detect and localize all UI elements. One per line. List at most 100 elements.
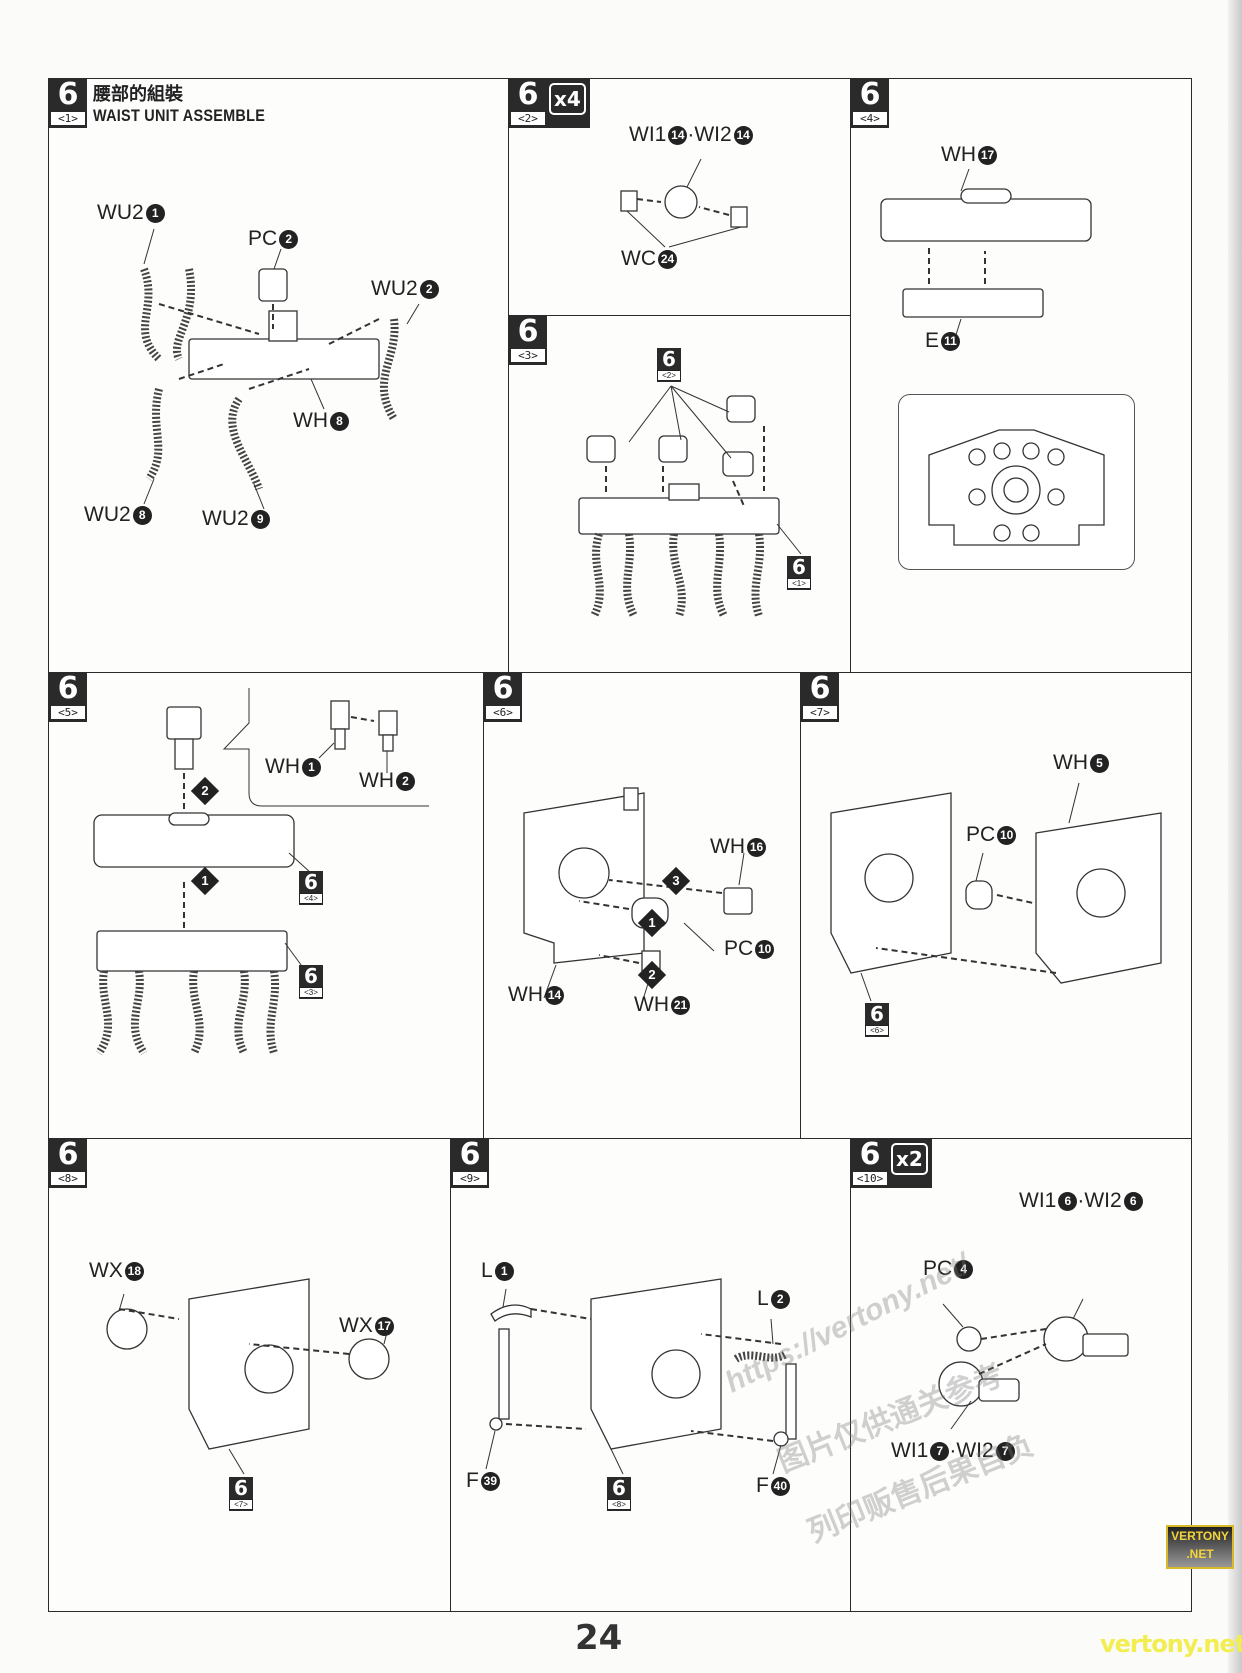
step-badge: 6 <8> <box>49 1139 87 1188</box>
step-substep: <10> <box>852 1171 888 1186</box>
waist-frame-hoses-illustration <box>140 228 420 510</box>
wc-cap-right <box>730 206 748 228</box>
step-badge: 6 <1> <box>49 79 87 128</box>
section-title-cn: 腰部的組裝 <box>93 84 183 104</box>
step-substep: <2> <box>510 111 546 126</box>
waist-plate-illustration <box>880 168 1092 342</box>
step-number: 6 <box>859 1137 881 1172</box>
hip-block-illustration <box>523 787 753 1004</box>
order-marker: 1 <box>637 908 667 938</box>
hip-links-illustration <box>485 1278 797 1475</box>
order-marker: 1 <box>190 866 220 896</box>
waist-frame-joints-illustration <box>578 385 802 618</box>
step-badge: 6 <5> <box>49 673 87 722</box>
page-edge-shadow <box>1228 0 1242 1673</box>
hose-wu2-2 <box>380 318 399 422</box>
step-6-3-panel: 6 <3> 6<2> 6<1> <box>508 315 851 673</box>
order-marker: 2 <box>637 960 667 990</box>
arrow-dash <box>248 368 310 390</box>
step-substep: <4> <box>852 111 888 126</box>
step-number: 6 <box>517 314 539 349</box>
step-substep: <6> <box>485 705 521 720</box>
step-badge: 6 <7> <box>801 673 839 722</box>
step-number: 6 <box>492 671 514 706</box>
page-number: 24 <box>575 1618 623 1658</box>
hip-joint-illustration <box>938 1298 1129 1430</box>
quantity-multiplier: x2 <box>891 1143 928 1175</box>
hose-wu2-1b <box>173 268 195 361</box>
step-number: 6 <box>57 77 79 112</box>
step-number: 6 <box>859 77 881 112</box>
pc-cap-part <box>258 268 288 302</box>
reference-badge: 6<7> <box>229 1477 253 1511</box>
arrow-dash <box>158 303 260 335</box>
reference-badge: 6<3> <box>299 965 323 999</box>
step-substep: <3> <box>510 348 546 363</box>
step-substep: <8> <box>50 1171 86 1186</box>
step-number: 6 <box>517 77 539 112</box>
callout-border <box>222 688 429 807</box>
wi-joint <box>664 185 698 219</box>
watermark-url: vertony.net <box>1100 1630 1242 1658</box>
step-number: 6 <box>57 1137 79 1172</box>
underside-view-illustration <box>928 429 1105 546</box>
arrow-dash <box>178 363 225 380</box>
step-badge: 6 <2> x4 <box>509 79 590 128</box>
reference-badge: 6<8> <box>607 1477 631 1511</box>
hose-wu2-9 <box>228 396 263 491</box>
step-substep: <5> <box>50 705 86 720</box>
reference-badge: 6<4> <box>299 871 323 905</box>
step-badge: 6 <4> <box>851 79 889 128</box>
order-marker: 3 <box>661 866 691 896</box>
waist-stack-illustration <box>93 688 429 1056</box>
reference-badge: 6<1> <box>787 556 811 590</box>
step-badge: 6 <9> <box>451 1139 489 1188</box>
watermark-logo: VERTONY .NET <box>1166 1525 1234 1569</box>
wc-cap-left <box>620 190 638 212</box>
hip-armor-illustration <box>106 1278 390 1475</box>
step-badge: 6 <6> <box>484 673 522 722</box>
step-substep: <7> <box>802 705 838 720</box>
reference-badge: 6<2> <box>657 348 681 382</box>
section-title-en: WAIST UNIT ASSEMBLE <box>93 106 266 125</box>
step-number: 6 <box>57 671 79 706</box>
waist-frame-part <box>188 338 380 380</box>
step-substep: <9> <box>452 1171 488 1186</box>
step-number: 6 <box>459 1137 481 1172</box>
step-number: 6 <box>809 671 831 706</box>
section-title: 腰部的組裝 WAIST UNIT ASSEMBLE <box>93 83 295 127</box>
underside-detail-box <box>898 394 1135 570</box>
quantity-multiplier: x4 <box>549 83 586 115</box>
